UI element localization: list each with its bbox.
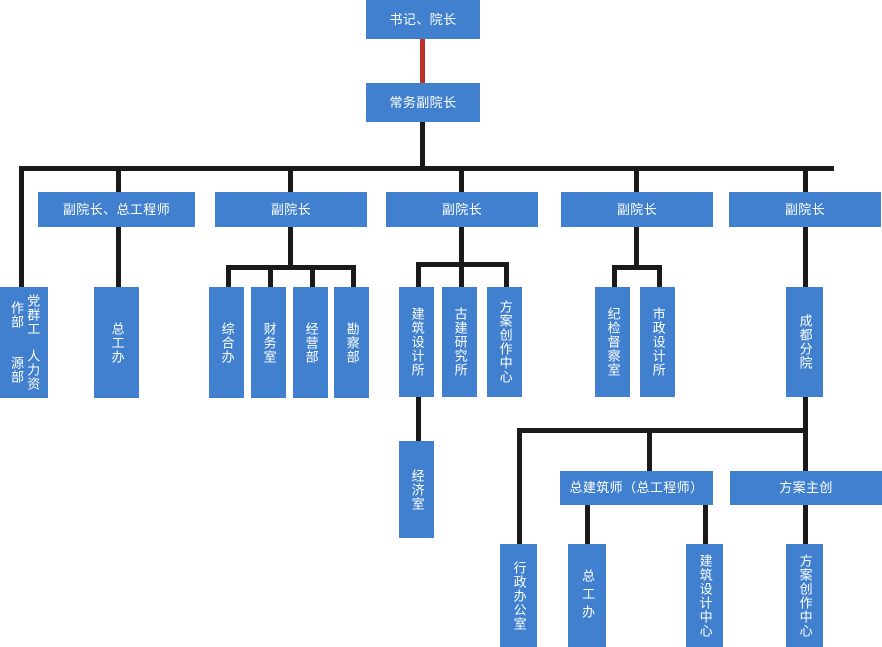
connector-vp4-drop (634, 226, 639, 267)
node-hr-and-party-work-dept[interactable]: 党群工作部 人力资源部 (0, 287, 48, 398)
connector-vp2-to-finance-office (268, 265, 273, 288)
connector-architecture-institute-to-economics-office (416, 396, 421, 442)
node-hr-dept-label: 人力资源部 (9, 349, 41, 392)
connector-vp4-to-discipline-inspection-office (612, 265, 617, 288)
connector-chengdu-to-chief-scheme-designer (803, 428, 808, 472)
connector-vp2-drop (288, 226, 293, 267)
connector-chief-architect-to-architecture-design-center (703, 504, 708, 545)
connector-chengdu-to-chief-architect (647, 428, 652, 472)
node-scheme-creation-center-2[interactable]: 方案创作中心 (786, 544, 823, 647)
node-executive-vp[interactable]: 常务副院长 (366, 83, 480, 122)
node-secretary-president[interactable]: 书记、院长 (366, 0, 480, 39)
node-vp-2[interactable]: 副院长 (215, 192, 367, 227)
connector-vp2-to-general-office (226, 265, 231, 288)
connector-bus-to-vp-2 (288, 166, 293, 193)
node-party-work-dept-label: 党群工作部 (9, 293, 41, 336)
connector-vp-chief-engineer-to-chief-engineer-office (116, 226, 121, 288)
connector-bus-to-vp-3 (459, 166, 464, 193)
connector-chengdu-branch-drop (803, 396, 808, 433)
node-vp-5[interactable]: 副院长 (729, 192, 881, 227)
connector-executive-vp-drop (420, 121, 425, 169)
connector-vp5-to-chengdu-branch (803, 226, 808, 288)
connector-vp3-to-ancient-architecture-institute (459, 262, 464, 288)
node-economics-office[interactable]: 经济室 (399, 441, 434, 538)
node-general-office[interactable]: 综合办 (209, 287, 244, 398)
connector-vp4-bus (612, 265, 662, 270)
connector-chief-architect-to-chief-engineer-office-2 (585, 504, 590, 545)
connector-bus-to-vp-5 (803, 166, 808, 193)
node-operations-dept[interactable]: 经营部 (293, 287, 328, 398)
connector-bus-to-hr-party-dept (19, 166, 24, 288)
connector-vp2-to-survey-dept (351, 265, 356, 288)
connector-vp4-to-municipal-design-institute (657, 265, 662, 288)
connector-row2-bus (19, 166, 834, 171)
node-chief-engineer-office-2[interactable]: 总工办 (568, 544, 606, 647)
connector-bus-to-vp-chief-engineer (116, 166, 121, 193)
node-municipal-design-institute[interactable]: 市政设计所 (640, 287, 675, 397)
node-architecture-institute[interactable]: 建筑设计所 (399, 287, 434, 397)
node-vp-3[interactable]: 副院长 (386, 192, 538, 227)
node-admin-office[interactable]: 行政办公室 (500, 544, 537, 647)
node-scheme-creation-center[interactable]: 方案创作中心 (487, 287, 522, 397)
node-chief-scheme-designer[interactable]: 方案主创 (730, 471, 882, 505)
connector-chief-scheme-designer-to-scheme-creation-center-2 (803, 504, 808, 545)
node-vp-chief-engineer[interactable]: 副院长、总工程师 (38, 192, 195, 227)
connector-vp3-drop (459, 226, 464, 267)
connector-vp3-to-architecture-institute (416, 262, 421, 288)
node-vp-4[interactable]: 副院长 (561, 192, 713, 227)
connector-vp2-to-operations-dept (310, 265, 315, 288)
connector-chengdu-to-admin-office (517, 428, 522, 545)
connector-president-to-executive-vp (420, 38, 425, 83)
node-survey-dept[interactable]: 勘察部 (334, 287, 369, 398)
connector-vp3-to-scheme-creation-center (504, 262, 509, 288)
node-discipline-inspection-office[interactable]: 纪检督察室 (595, 287, 630, 397)
node-architecture-design-center[interactable]: 建筑设计中心 (686, 544, 723, 647)
connector-bus-to-vp-4 (634, 166, 639, 193)
node-chief-engineer-office[interactable]: 总工办 (94, 287, 139, 398)
connector-vp2-bus (226, 265, 356, 270)
node-chengdu-branch[interactable]: 成都分院 (786, 287, 823, 397)
node-finance-office[interactable]: 财务室 (251, 287, 286, 398)
connector-chengdu-bus (517, 428, 808, 433)
node-ancient-architecture-institute[interactable]: 古建研究所 (442, 287, 477, 397)
node-chief-architect[interactable]: 总建筑师（总工程师） (560, 471, 713, 505)
